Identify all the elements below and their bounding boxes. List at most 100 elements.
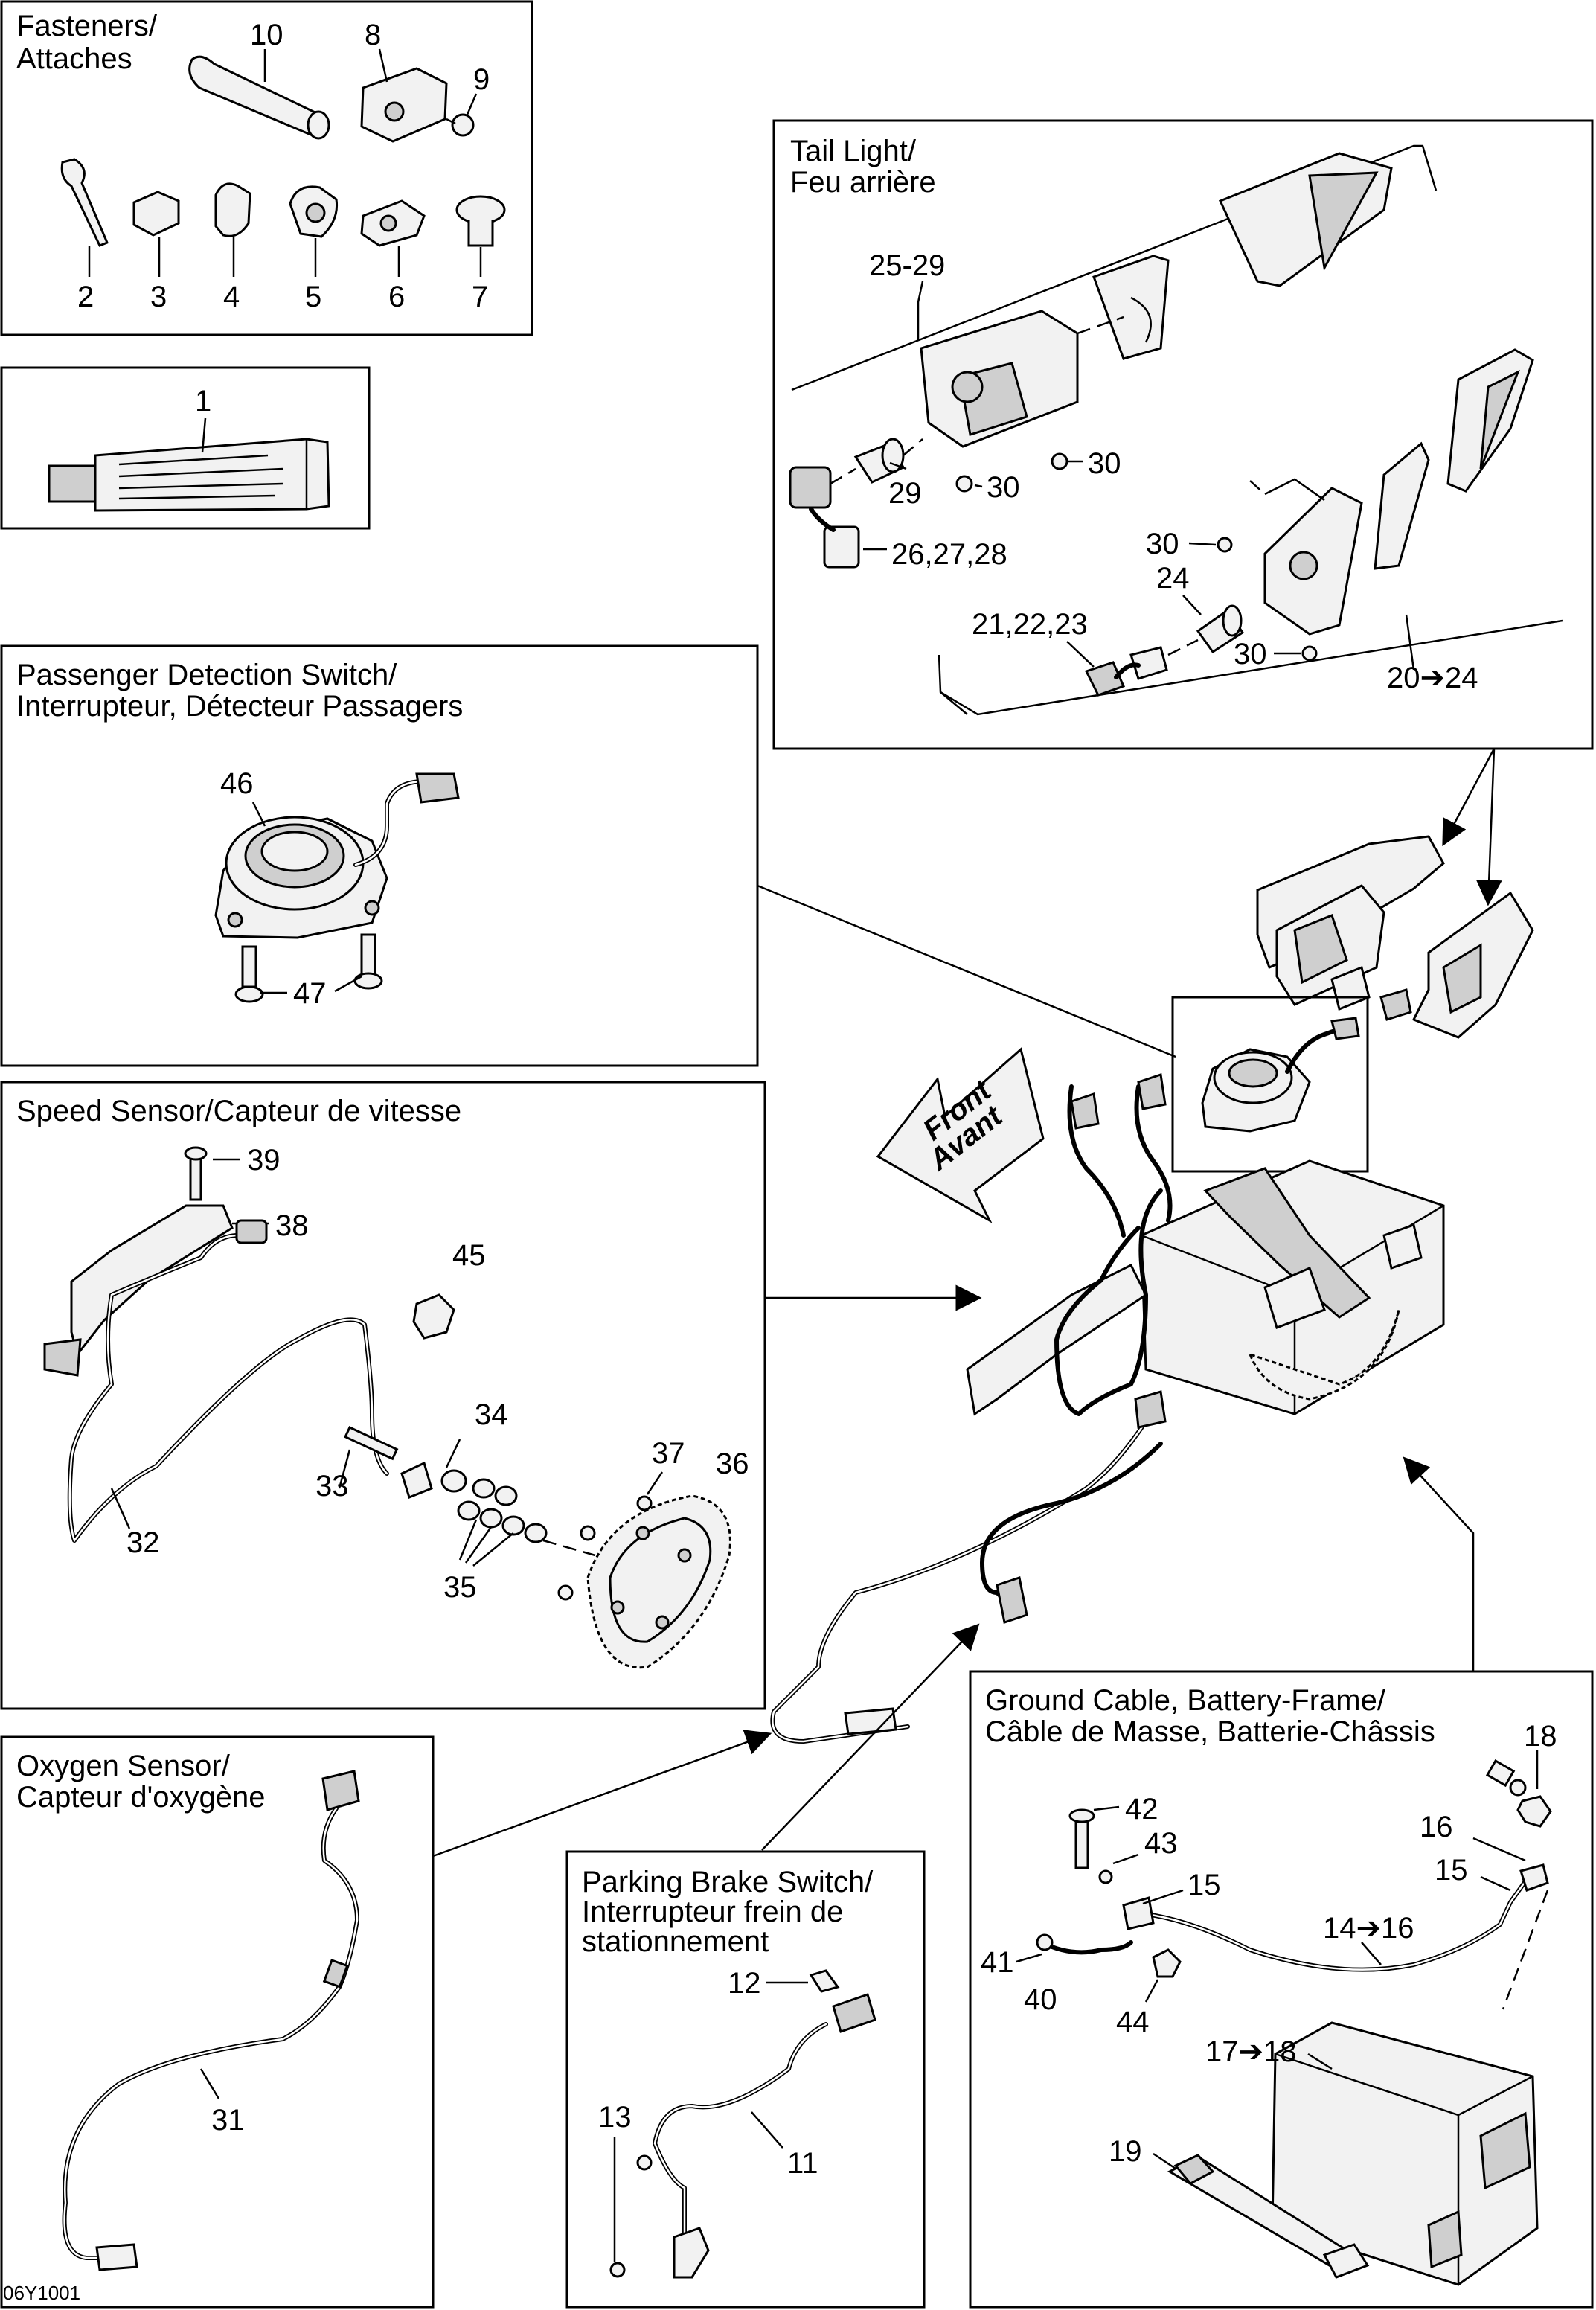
arrow-tail-to-assembly-b <box>1475 748 1502 906</box>
label-15b: 15 <box>1435 1854 1468 1887</box>
fasteners-frame <box>0 0 533 336</box>
label-13: 13 <box>598 2101 632 2134</box>
tail-housing-lower <box>1263 478 1363 636</box>
tail-bulb-lower <box>1196 604 1245 654</box>
part-6-clip <box>360 199 426 247</box>
tail-bulb-upper <box>853 438 906 484</box>
label-30a: 30 <box>987 471 1020 504</box>
lubricant-section: 1 <box>0 366 371 530</box>
label-30d: 30 <box>1234 638 1267 671</box>
speed-sensor-section: Speed Sensor/Capteur de vitesse 39 38 32… <box>0 1081 766 1710</box>
ground-title-line2: Câble de Masse, Batterie-Châssis <box>985 1715 1435 1748</box>
part-46-detection-switch <box>214 772 460 939</box>
assembled-passenger-switch <box>1201 1017 1360 1133</box>
oxygen-title-line1: Oxygen Sensor/ <box>16 1750 231 1782</box>
tail-light-title-line1: Tail Light/ <box>790 135 917 167</box>
part-44-nut <box>1152 1948 1182 1978</box>
ground-cable-frame <box>969 1670 1594 2309</box>
part-33-bolt <box>344 1426 399 1461</box>
label-9: 9 <box>473 63 490 96</box>
part-8-bracket <box>360 67 448 143</box>
tail-screw-30a <box>955 475 973 493</box>
part-35-washers <box>457 1478 548 1543</box>
tail-light-section: Tail Light/ Feu arrière <box>772 119 1594 750</box>
tail-light-title-line2: Feu arrière <box>790 166 936 199</box>
ground-title-line1: Ground Cable, Battery-Frame/ <box>985 1684 1386 1717</box>
part-45-nut <box>412 1293 455 1340</box>
label-30c: 30 <box>1146 528 1179 560</box>
part-40-cable <box>1036 1933 1133 1955</box>
leader-passenger-to-assembly <box>757 884 1176 1058</box>
label-12: 12 <box>728 1967 761 2000</box>
assembled-speed-sensor <box>966 1073 1173 1416</box>
tail-lens-upper <box>1218 152 1393 287</box>
tail-reflector-lower <box>1374 441 1430 570</box>
part-43-washer <box>1098 1869 1113 1884</box>
part-12-clip <box>809 1969 840 1993</box>
passenger-section: Passenger Detection Switch/ Interrupteur… <box>0 644 759 1067</box>
label-45: 45 <box>452 1239 486 1272</box>
oxygen-sensor-frame <box>0 1735 435 2309</box>
assembled-tone-wheel <box>1248 1309 1400 1401</box>
main-assembly <box>770 835 1534 1744</box>
label-24: 24 <box>1156 562 1190 595</box>
assembled-parking-switch <box>980 1442 1163 1624</box>
label-4: 4 <box>223 281 240 313</box>
label-16: 16 <box>1420 1811 1453 1843</box>
tail-lens-lower <box>1446 348 1534 493</box>
oxygen-sensor-section: Oxygen Sensor/ Capteur d'oxygène 31 <box>0 1735 435 2309</box>
label-2: 2 <box>77 281 94 313</box>
parking-brake-section: Parking Brake Switch/ Interrupteur frein… <box>565 1850 926 2309</box>
part-36-tone-wheel <box>586 1494 731 1669</box>
speed-sensor-frame <box>0 1081 766 1710</box>
passenger-switch-detail-frame <box>1171 996 1369 1173</box>
label-32: 32 <box>126 1526 160 1559</box>
speed-sensor-title: Speed Sensor/Capteur de vitesse <box>16 1095 461 1127</box>
passenger-title-line1: Passenger Detection Switch/ <box>16 659 397 691</box>
label-15a: 15 <box>1188 1869 1221 1901</box>
part-5-clamp <box>289 185 339 238</box>
fasteners-title-line2: Attaches <box>16 42 132 75</box>
label-30b: 30 <box>1088 447 1121 480</box>
part-4-clamp <box>214 182 251 237</box>
lubricant-frame <box>0 366 371 530</box>
label-36: 36 <box>716 1447 749 1480</box>
label-20-24: 20➔24 <box>1387 662 1478 694</box>
label-17-18: 17➔18 <box>1205 2035 1297 2068</box>
tail-screw-30b <box>1051 452 1068 470</box>
tail-screw-30c <box>1217 537 1233 553</box>
part-3-clip <box>132 191 180 237</box>
arrow-ground-to-assembly <box>1403 1456 1475 1671</box>
arrow-tail-to-assembly-a <box>1442 748 1496 847</box>
parking-title-line1: Parking Brake Switch/ <box>582 1866 874 1898</box>
part-17-18-battery <box>1271 2021 1539 2286</box>
label-21-23: 21,22,23 <box>972 608 1088 641</box>
part-42-bolt <box>1068 1808 1095 1869</box>
label-8: 8 <box>365 19 381 51</box>
fasteners-title-line1: Fasteners/ <box>16 10 158 42</box>
parking-title-line3: stationnement <box>582 1925 769 1958</box>
part-2-cable-tie <box>60 158 109 247</box>
tail-housing-upper <box>920 310 1079 448</box>
ground-cable-section: Ground Cable, Battery-Frame/ Câble de Ma… <box>969 1670 1594 2309</box>
passenger-title-line2: Interrupteur, Détecteur Passagers <box>16 690 463 723</box>
label-38: 38 <box>275 1209 309 1242</box>
front-direction-arrow: Front Avant <box>876 1047 1045 1223</box>
part-32-speed-sensor-wire <box>67 1219 389 1543</box>
assembled-battery <box>1140 1159 1445 1415</box>
label-47: 47 <box>293 977 327 1010</box>
part-7-push-rivet <box>455 195 506 247</box>
tail-reflector-upper <box>1092 255 1170 360</box>
tail-socket-lower <box>1084 646 1168 697</box>
label-25-29: 25-29 <box>869 249 945 282</box>
tail-light-frame <box>772 119 1594 750</box>
part-10-sleeve <box>188 55 330 140</box>
label-7: 7 <box>472 281 488 313</box>
figure-code: 06Y1001 <box>3 2282 80 2304</box>
passenger-frame <box>0 644 759 1067</box>
part-37-screws <box>557 1495 653 1601</box>
part-14-16-ground-cable <box>1122 1863 1549 1972</box>
label-3: 3 <box>150 281 167 313</box>
part-9-screw <box>446 113 475 137</box>
